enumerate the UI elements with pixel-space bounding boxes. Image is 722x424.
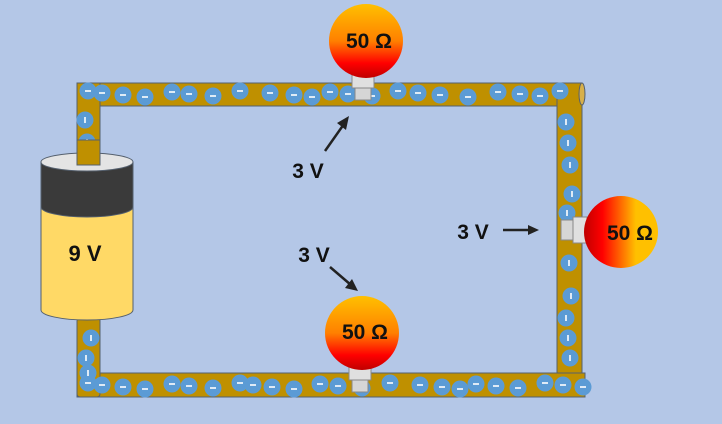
bulb-top-label: 50 Ω [346, 30, 392, 53]
wires [76, 82, 586, 398]
bulb-bottom: 50 Ω [325, 296, 399, 393]
bulb-top-socket [354, 87, 372, 101]
arrow-bottom [329, 266, 352, 286]
voltage-bottom: 3 V [298, 244, 358, 291]
bulb-top: 50 Ω [329, 4, 403, 101]
bulb-right-glass [584, 196, 658, 268]
arrow-top-head [337, 116, 349, 130]
arrow-bottom-head [345, 279, 358, 291]
voltage-right-label: 3 V [457, 221, 489, 244]
battery-terminal-wire [76, 139, 101, 166]
battery-label: 9 V [68, 241, 101, 266]
bulb-bottom-glass [325, 296, 399, 370]
wire-end [578, 82, 586, 106]
bulb-right: 50 Ω [560, 196, 658, 268]
arrow-right-head [528, 225, 539, 235]
bulb-bottom-label: 50 Ω [342, 321, 388, 344]
battery: 9 V [40, 139, 134, 321]
bulb-right-label: 50 Ω [607, 222, 653, 245]
arrow-top [323, 123, 346, 152]
voltage-top: 3 V [292, 116, 349, 183]
voltage-right: 3 V [457, 221, 539, 244]
electrons [76, 82, 592, 398]
bulb-top-glass [329, 4, 403, 78]
battery-cap [40, 161, 134, 218]
voltage-top-label: 3 V [292, 160, 324, 183]
bulb-bottom-socket [351, 379, 369, 393]
voltage-bottom-label: 3 V [298, 244, 330, 267]
